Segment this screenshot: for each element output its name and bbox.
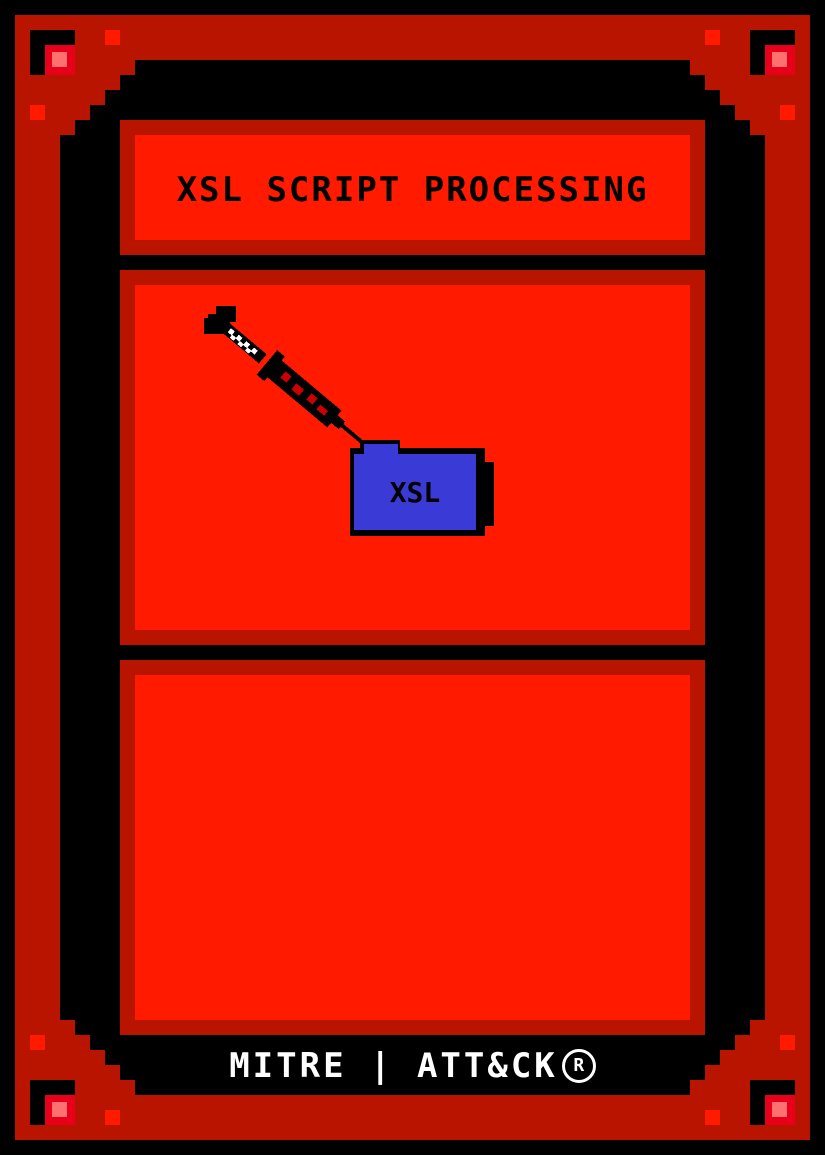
corner-dot	[705, 30, 720, 45]
card-title: XSL SCRIPT PROCESSING	[176, 170, 649, 210]
title-panel: XSL SCRIPT PROCESSING	[120, 120, 705, 255]
description-panel	[120, 660, 705, 1035]
corner-ornament-top-left	[15, 15, 75, 75]
corner-dot	[105, 1110, 120, 1125]
corner-ornament-bottom-right	[735, 1065, 795, 1125]
corner-dot	[30, 105, 45, 120]
corner-dot	[30, 1035, 45, 1050]
registered-mark-icon: R	[561, 1049, 596, 1083]
corner-ornament-top-right	[735, 15, 795, 75]
folder-icon: XSL	[350, 440, 494, 536]
corner-dot	[105, 30, 120, 45]
card-artwork: XSL	[204, 306, 494, 536]
folder-label: XSL	[390, 476, 441, 509]
corner-dot	[780, 105, 795, 120]
footer-brand-text: MITRE | ATT&CK	[229, 1046, 558, 1086]
corner-dot	[780, 1035, 795, 1050]
corner-dot	[705, 1110, 720, 1125]
corner-ornament-bottom-left	[15, 1065, 75, 1125]
syringe-icon	[204, 306, 374, 453]
